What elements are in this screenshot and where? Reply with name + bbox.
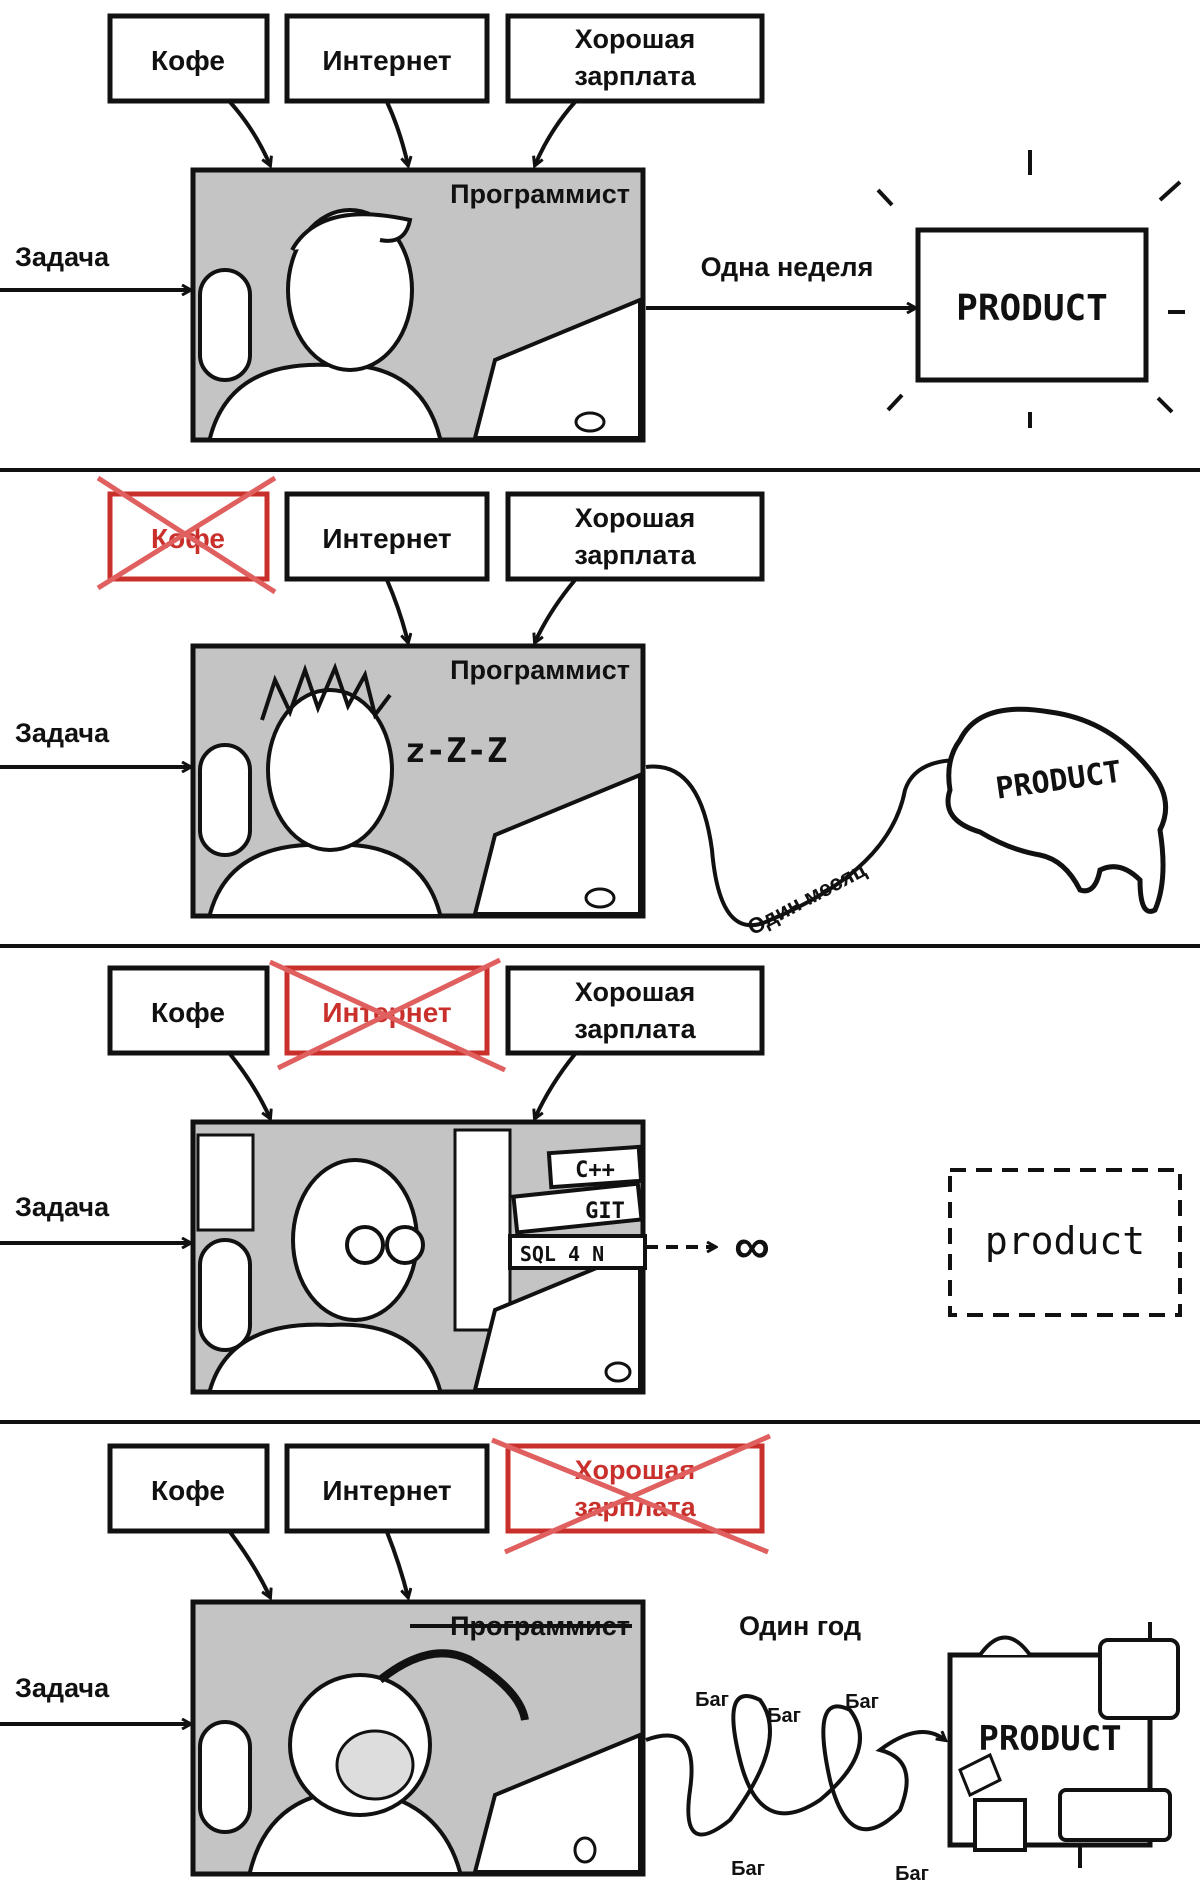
tired-programmer-illustration [198,662,642,916]
input-box-coffee [107,13,270,104]
panel-1: Кофе Интернет Хорошая зарплата Задача Пр… [0,13,1185,443]
panel-4: Кофе Интернет Хорошая зарплата Задача Пр… [0,1433,1180,1885]
input-box-coffee [107,1443,270,1534]
bug-tangle-path [645,1694,945,1837]
input-label-salary-line1: Хорошая [575,503,695,533]
input-label-coffee: Кофе [151,1475,225,1506]
input-label-internet: Интернет [322,1475,451,1506]
cross-line [268,959,507,1073]
overwhelmed-programmer-illustration [196,1128,642,1392]
monkey-illustration [198,1649,642,1874]
book-label-git: GIT [585,1199,625,1224]
product-box [915,227,1149,383]
input-label-internet: Интернет [322,523,451,554]
programmer-label: Программист [450,655,630,685]
input-box-salary [505,491,765,582]
duration-curve [645,760,960,927]
book-label-cpp: C++ [575,1158,615,1183]
bug-label: Баг [895,1863,929,1885]
input-arrow [228,1530,270,1597]
patched-product [947,1622,1180,1868]
infinity-symbol: ∞ [734,1218,770,1274]
duration-label: Один год [739,1611,861,1641]
input-arrow [228,1052,270,1118]
input-label-internet: Интернет [322,45,451,76]
task-label: Задача [15,1673,110,1703]
input-arrow [535,1052,577,1118]
bug-label: Баг [767,1705,801,1727]
input-label-salary-line1: Хорошая [575,24,695,54]
book-stack: C++ GIT SQL 4 N [508,1144,647,1270]
shine-marks [876,150,1185,428]
duration-label: Одна неделя [701,252,874,282]
bug-label: Баг [695,1689,729,1711]
input-box-salary [505,13,765,104]
task-label: Задача [15,242,110,272]
input-box-coffee [107,965,270,1056]
input-arrow [535,578,577,642]
cross-line [503,1433,772,1555]
input-box-internet [284,491,490,582]
task-label: Задача [15,718,110,748]
bug-label: Баг [731,1858,765,1880]
input-arrow [228,100,270,165]
input-label-salary-line2: зарплата [574,1014,696,1044]
bug-label: Баг [845,1691,879,1713]
programmer-illustration [198,208,642,440]
product-label: PRODUCT [978,1719,1121,1759]
product-label: product [985,1219,1145,1263]
input-box-salary [505,965,765,1056]
product-label: PRODUCT [956,288,1108,329]
input-label-salary-line2: зарплата [574,61,696,91]
input-label-coffee: Кофе [151,45,225,76]
duration-label: Один месяц [743,857,870,940]
input-arrow [535,100,577,165]
task-label: Задача [15,1192,110,1222]
input-label-salary-line2: зарплата [574,540,696,570]
panel-3: Кофе Интернет Хорошая зарплата Задача C+… [0,957,1182,1395]
panel-2: Кофе Интернет Хорошая зарплата Задача Пр… [0,475,1169,940]
input-box-internet [284,13,490,104]
melted-product-blob [945,706,1169,914]
sleep-label: z-Z-Z [405,731,507,771]
missing-product-box [948,1168,1182,1317]
cross-line [491,1437,769,1555]
input-arrow [385,579,408,642]
input-box-internet [284,1443,490,1534]
cross-line [96,475,277,595]
input-label-salary-line1: Хорошая [575,977,695,1007]
book-label-sql: SQL 4 N [520,1242,604,1266]
programmer-label: Программист [450,179,630,209]
input-label-coffee: Кофе [151,997,225,1028]
input-arrow [385,1531,408,1597]
input-arrow [385,101,408,165]
